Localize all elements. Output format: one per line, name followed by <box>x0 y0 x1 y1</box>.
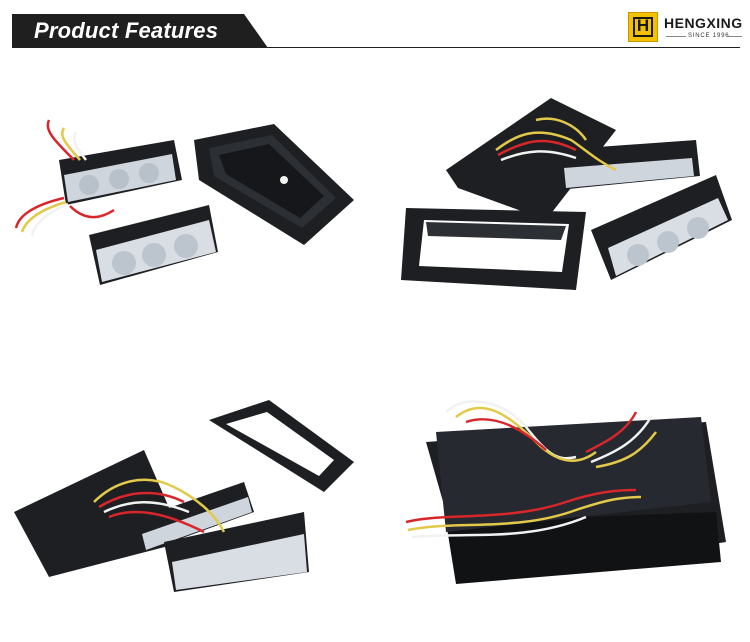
base-plate <box>14 450 184 577</box>
brand-name: HENGXING <box>664 15 743 31</box>
brand-logo-icon <box>628 12 658 42</box>
light-module-front <box>164 512 309 592</box>
housing <box>194 124 354 245</box>
page-title: Product Features <box>34 18 219 43</box>
light-module-front <box>89 205 218 285</box>
open-frame <box>209 400 354 492</box>
product-photo-1 <box>4 80 364 330</box>
light-module-rear <box>556 140 700 190</box>
product-photo-4 <box>386 372 746 622</box>
wires <box>93 478 226 534</box>
brand-line-right <box>728 36 742 37</box>
light-module-rear <box>134 482 254 552</box>
brand-since: SINCE 1996 <box>688 33 730 39</box>
brand-logo: HENGXING SINCE 1996 <box>628 10 744 44</box>
product-photo-3 <box>4 372 364 622</box>
wires <box>14 119 115 237</box>
wires <box>405 400 657 539</box>
light-module-back <box>59 140 182 205</box>
title-banner <box>12 14 268 48</box>
wires <box>495 117 617 172</box>
brand-line-left <box>666 36 686 37</box>
light-module-front <box>591 175 732 280</box>
header-divider <box>12 47 740 48</box>
product-photo-2 <box>386 80 746 330</box>
header: Product Features HENGXING SINCE 1996 <box>0 0 750 52</box>
open-frame <box>401 208 586 290</box>
